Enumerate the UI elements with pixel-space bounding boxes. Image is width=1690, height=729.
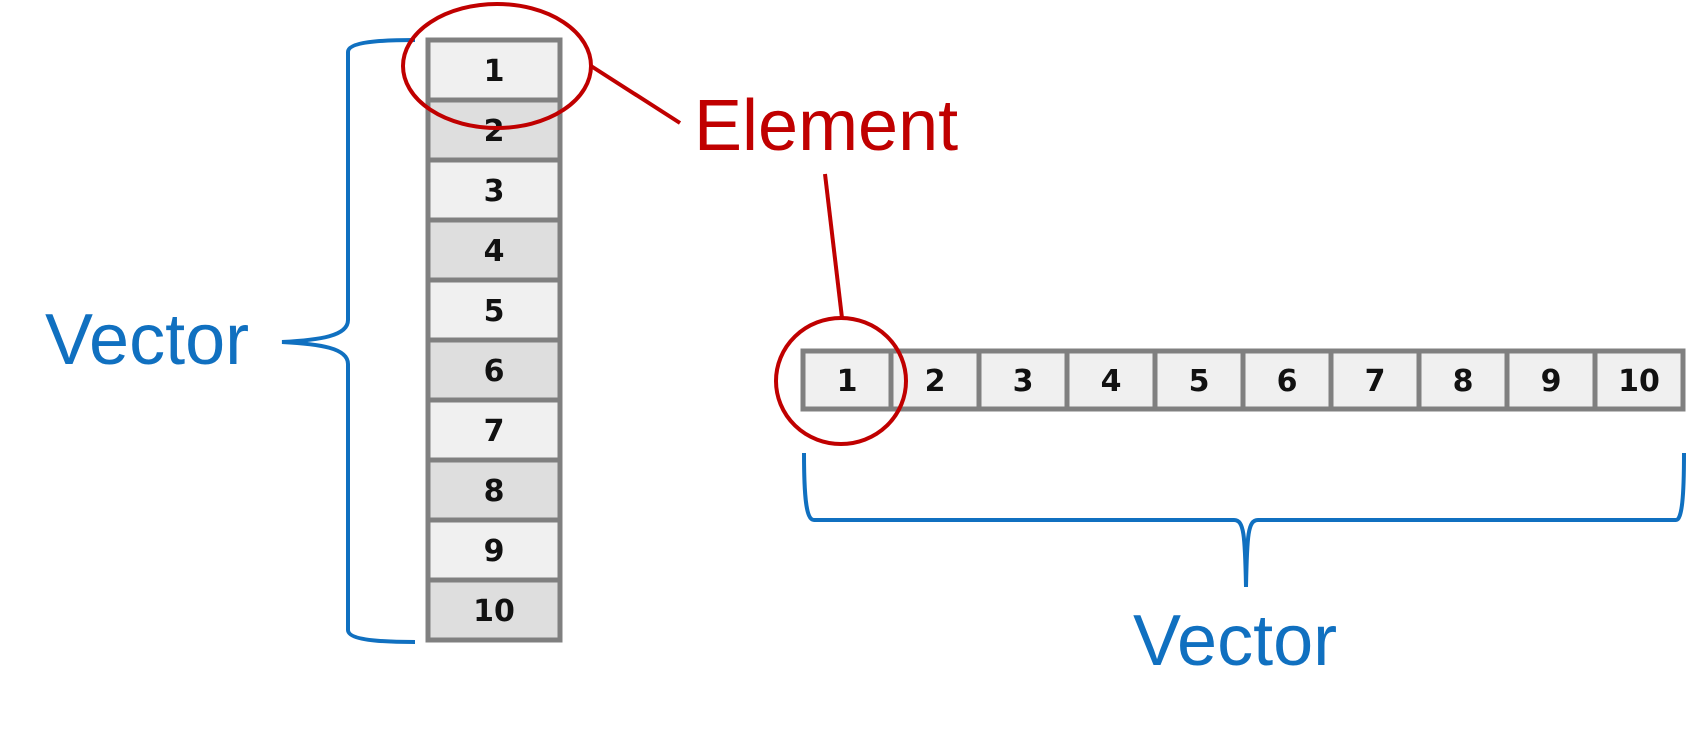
horizontal-vector-brace <box>802 452 1686 588</box>
vertical-vector-cell-label-10: 10 <box>473 594 515 629</box>
element-callout-line-vertical <box>589 64 682 125</box>
horizontal-vector-cell-label-1: 1 <box>837 364 858 399</box>
horizontal-vector-cell-label-7: 7 <box>1365 364 1386 399</box>
horizontal-vector-cell-label-2: 2 <box>925 364 946 399</box>
vertical-vector-cell-10 <box>425 577 563 643</box>
vertical-vector-cell-8 <box>425 457 563 523</box>
horizontal-vector: 1 2 3 4 5 6 7 8 9 10 <box>800 348 1686 412</box>
vertical-vector-brace <box>281 38 416 644</box>
horizontal-vector-cell-label-6: 6 <box>1277 364 1298 399</box>
vertical-vector-label: Vector <box>45 300 249 380</box>
element-label: Element <box>694 86 958 166</box>
vertical-vector-cell-label-9: 9 <box>484 534 505 569</box>
vertical-vector-cell-label-5: 5 <box>484 294 505 329</box>
vertical-vector-cell-label-1: 1 <box>484 54 505 89</box>
horizontal-vector-cell-10 <box>1592 348 1686 412</box>
horizontal-vector-cell-label-4: 4 <box>1101 364 1122 399</box>
vertical-vector-cell-label-8: 8 <box>484 474 505 509</box>
horizontal-vector-cell-label-3: 3 <box>1013 364 1034 399</box>
vertical-vector-cell-label-4: 4 <box>484 234 505 269</box>
vertical-vector-cell-label-7: 7 <box>484 414 505 449</box>
horizontal-vector-cell-label-5: 5 <box>1189 364 1210 399</box>
vertical-vector: 1 2 3 4 5 6 7 8 9 10 <box>425 37 563 643</box>
element-callout-line-horizontal <box>823 173 844 319</box>
horizontal-vector-cell-label-8: 8 <box>1453 364 1474 399</box>
horizontal-vector-cell-6 <box>1240 348 1334 412</box>
vertical-vector-cell-4 <box>425 217 563 283</box>
vertical-vector-cell-label-6: 6 <box>484 354 505 389</box>
horizontal-vector-label: Vector <box>1133 601 1337 681</box>
vertical-vector-cell-label-3: 3 <box>484 174 505 209</box>
horizontal-vector-cell-7 <box>1328 348 1422 412</box>
horizontal-vector-cell-label-10: 10 <box>1618 364 1660 399</box>
horizontal-vector-cell-label-9: 9 <box>1541 364 1562 399</box>
vertical-vector-cell-label-2: 2 <box>484 114 505 149</box>
vertical-vector-cell-6 <box>425 337 563 403</box>
horizontal-vector-cell-9 <box>1504 348 1598 412</box>
